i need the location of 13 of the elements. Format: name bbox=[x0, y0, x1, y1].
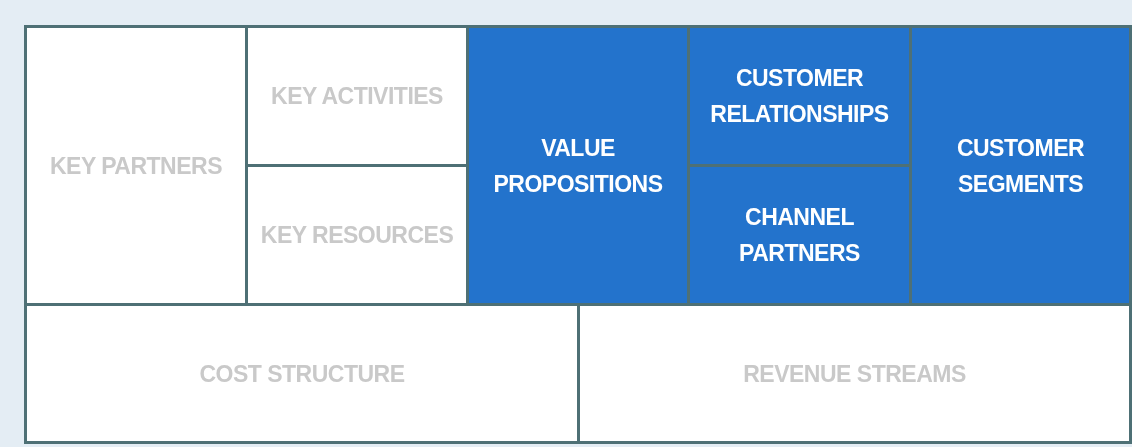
canvas-block bbox=[912, 28, 1129, 303]
canvas-block bbox=[469, 28, 687, 303]
canvas-block bbox=[690, 28, 909, 164]
block-title: VALUE PROPOSITIONS bbox=[492, 133, 664, 199]
canvas-block bbox=[248, 28, 466, 164]
block-title: CHANNEL PARTNERS bbox=[738, 203, 861, 268]
block-title: CUSTOMER SEGMENTS bbox=[955, 133, 1086, 199]
canvas-block bbox=[27, 306, 577, 441]
canvas-block bbox=[690, 167, 909, 303]
canvas-block bbox=[248, 167, 466, 303]
canvas-block bbox=[27, 28, 245, 303]
canvas-block bbox=[580, 306, 1129, 441]
block-title: CUSTOMER RELATIONSHIPS bbox=[709, 64, 890, 129]
